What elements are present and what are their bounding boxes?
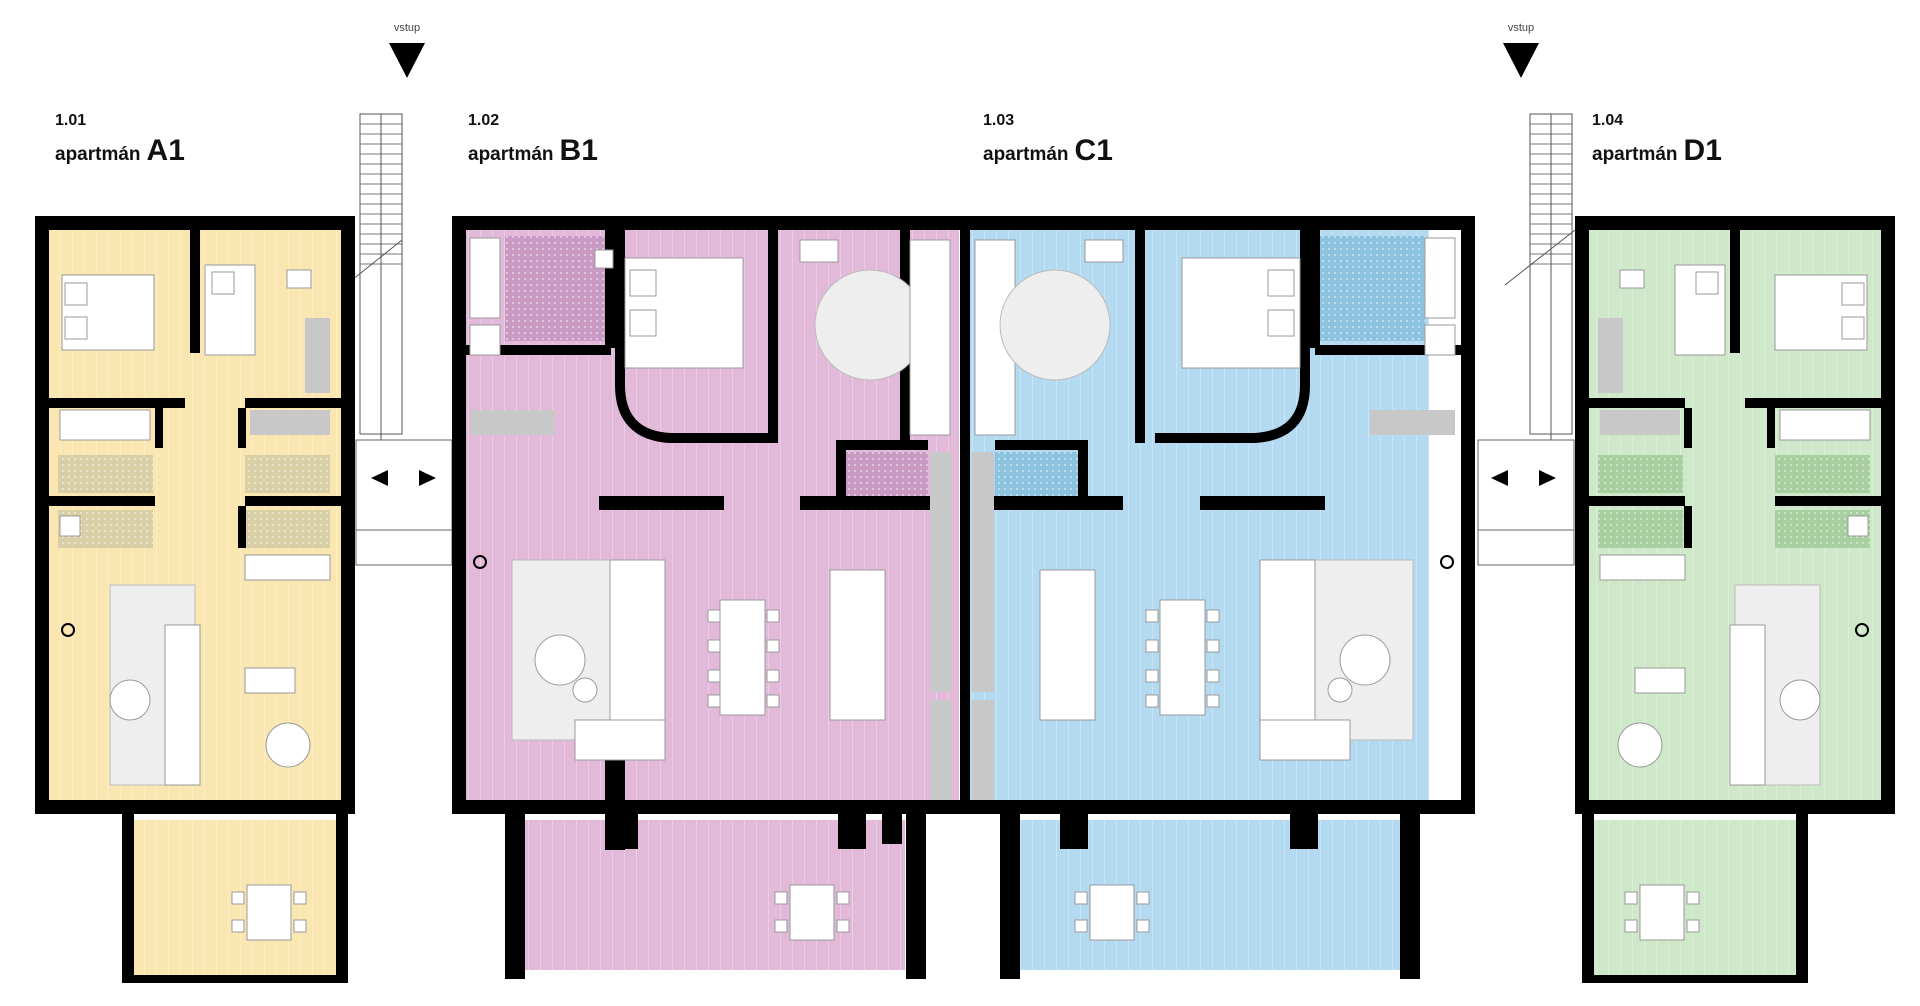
unit-heading-a1: 1.01 apartmán A1: [55, 112, 185, 167]
arrow-left-icon: [1491, 470, 1508, 486]
unit-word-d1: apartmán: [1592, 144, 1678, 165]
unit-number-d1: 1.04: [1592, 112, 1623, 129]
entrance-label-left: vstup: [394, 22, 420, 34]
unit-heading-c1: 1.03 apartmán C1: [983, 112, 1113, 167]
unit-word-a1: apartmán: [55, 144, 141, 165]
unit-number-a1: 1.01: [55, 112, 86, 129]
corridor-right: [1477, 439, 1575, 531]
unit-word-c1: apartmán: [983, 144, 1069, 165]
triangle-down-icon: [1503, 43, 1539, 78]
arrow-left-icon: [371, 470, 388, 486]
corridor-right-lower: [1477, 529, 1575, 566]
apartment-a1: [35, 216, 355, 983]
staircase-right: [1504, 113, 1576, 440]
apartment-c1: [960, 216, 1475, 979]
unit-code-b1: B1: [560, 134, 598, 167]
unit-heading-b1: 1.02 apartmán B1: [468, 112, 598, 167]
apartment-d1: [1575, 216, 1895, 983]
apartment-b1: [452, 216, 970, 979]
unit-number-b1: 1.02: [468, 112, 499, 129]
unit-number-c1: 1.03: [983, 112, 1014, 129]
staircase-left: [351, 113, 403, 440]
arrow-right-icon: [1539, 470, 1556, 486]
unit-code-a1: A1: [147, 134, 185, 167]
entrance-marker-right: vstup: [1503, 22, 1539, 78]
triangle-down-icon: [389, 43, 425, 78]
unit-word-b1: apartmán: [468, 144, 554, 165]
unit-code-c1: C1: [1075, 134, 1113, 167]
unit-heading-d1: 1.04 apartmán D1: [1592, 112, 1722, 167]
entrance-marker-left: vstup: [389, 22, 425, 78]
arrow-right-icon: [419, 470, 436, 486]
corridor-left: [355, 439, 453, 531]
entrance-label-right: vstup: [1508, 22, 1534, 34]
corridor-left-lower: [355, 529, 453, 566]
unit-code-d1: D1: [1684, 134, 1722, 167]
